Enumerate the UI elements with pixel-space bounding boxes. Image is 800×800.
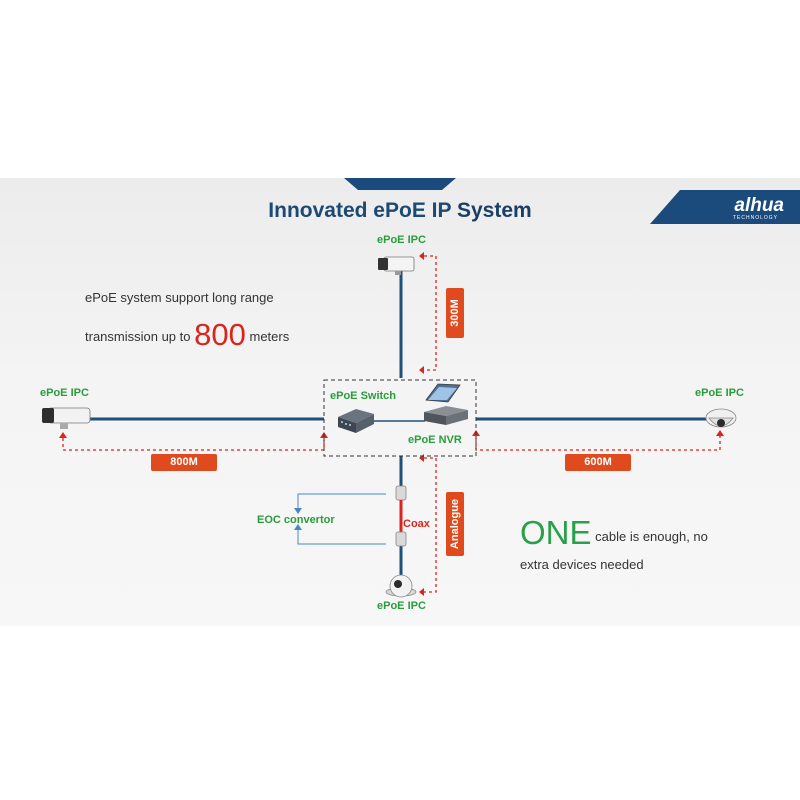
bottom-ipc-label: ePoE IPC [377,600,426,612]
turret-camera-icon [385,574,417,598]
one-cable-line1: ONE cable is enough, no [520,514,708,552]
arrow-heads [59,252,724,596]
cables [85,270,712,576]
distance-badge-left: 800M [151,454,217,471]
box-camera-icon [378,256,415,275]
coax-connector-bottom [395,531,407,547]
brand-logo-sub: TECHNOLOGY [732,215,778,221]
distance-top-text: 300M [449,299,461,327]
switch-label: ePoE Switch [330,390,397,402]
eoc-line-top [297,493,386,510]
eoc-line-bottom [297,528,386,545]
switch-icon [338,409,374,433]
coax-label: Coax [403,518,430,530]
network-diagram [42,178,800,598]
eoc-arrowheads [294,508,302,530]
coax-segment [395,485,407,547]
diagram-stage: Innovated ePoE IP System alhua TECHNOLOG… [0,178,800,626]
arrowhead-bottom-upper [419,454,424,462]
description-prefix: transmission up to [85,329,191,344]
title-part2: System [456,199,532,222]
header-accent [344,178,456,190]
arrow-bottom [424,457,437,593]
one-emphasis: ONE [520,514,592,551]
nvr-label: ePoE NVR [408,434,462,446]
eoc-convertor-label: EOC convertor [257,514,335,526]
arrowhead-top-lower [419,366,424,374]
one-cable-line2: extra devices needed [520,557,644,572]
dome-camera-icon [705,408,737,428]
distance-badge-top: 300M [446,288,464,338]
core-box [323,379,477,457]
eoc-arrowhead-top [294,508,302,514]
arrow-right [475,436,721,451]
arrow-top [424,255,437,371]
brand-logo: alhua [734,195,784,216]
title-part1: Innovated ePoE IP [268,199,452,222]
nvr-monitor-icon [424,383,468,425]
eoc-arrowhead-bottom [294,524,302,530]
right-ipc-label: ePoE IPC [695,387,744,399]
range-value: 800 [194,317,246,352]
distance-bottom-text: Analogue [449,498,461,550]
description-line2: transmission up to 800 meters [85,317,289,353]
arrowhead-bottom-lower [419,588,424,596]
arrowhead-top-upper [419,252,424,260]
arrowhead-right-outer [716,430,724,436]
description-line1: ePoE system support long range [85,290,274,305]
coax-connector-top [395,485,407,501]
distance-badge-right: 600M [565,454,631,471]
logo-banner [650,190,800,224]
one-cable-rest: cable is enough, no [595,529,708,544]
eoc-bracket [297,493,386,545]
description-suffix: meters [249,329,290,344]
bullet-camera-icon [42,407,91,429]
distance-badge-bottom: Analogue [446,492,464,556]
top-ipc-label: ePoE IPC [377,234,426,246]
arrowhead-left-outer [59,432,67,438]
left-ipc-label: ePoE IPC [40,387,89,399]
page-title: Innovated ePoE IP System [0,199,800,223]
arrow-left [62,438,325,451]
